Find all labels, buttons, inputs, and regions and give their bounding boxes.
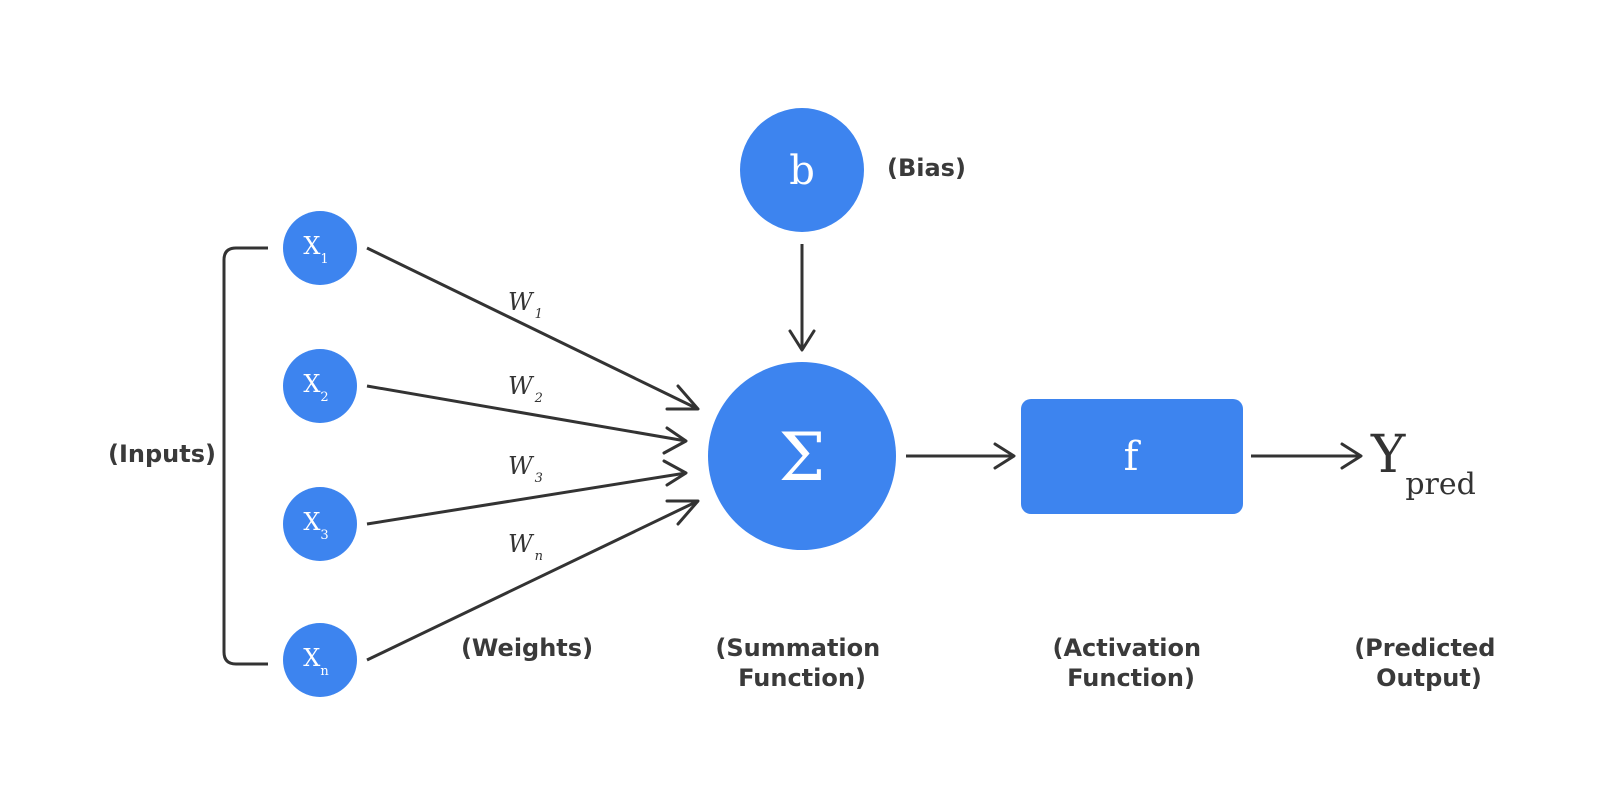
weight-edge-n <box>366 499 699 662</box>
input-symbol: X <box>303 232 320 260</box>
output-label: Ypred <box>1370 425 1476 502</box>
weight-subscript: n <box>535 549 543 564</box>
input-node-x1: X1 <box>283 211 357 285</box>
weight-symbol: W <box>508 452 535 480</box>
activation-caption-line-1: (Activation <box>1053 634 1202 662</box>
input-node-x2: X2 <box>283 349 357 423</box>
output-subscript: pred <box>1405 467 1476 502</box>
summation-symbol: Σ <box>779 419 826 496</box>
output-caption-line-1: (Predicted <box>1354 634 1495 662</box>
weights-caption: (Weights) <box>461 634 593 662</box>
input-node-x3: X3 <box>283 487 357 561</box>
weight-edge-2 <box>366 384 687 443</box>
activation-symbol: f <box>1124 434 1142 480</box>
input-subscript: 3 <box>320 528 328 543</box>
activation-caption-line-2: Function) <box>1067 664 1195 692</box>
weight-symbol: W <box>508 288 535 316</box>
weight-edge-1-arrowhead <box>665 384 700 411</box>
input-subscript: 1 <box>320 252 328 267</box>
inputs-caption: (Inputs) <box>108 440 216 468</box>
output-caption-line-2: Output) <box>1376 664 1482 692</box>
weight-edge-3-arrowhead <box>662 459 688 487</box>
input-symbol: X <box>303 370 320 398</box>
weight-edge-3 <box>366 471 687 526</box>
weight-edge-n-arrowhead <box>665 499 700 526</box>
summation-to-activation-arrowhead <box>993 442 1016 470</box>
summation-node: Σ <box>708 362 896 550</box>
output-symbol: Y <box>1370 425 1406 485</box>
summation-caption-line-2: Function) <box>738 664 866 692</box>
bias-caption: (Bias) <box>887 154 966 182</box>
weight-subscript: 1 <box>535 307 543 322</box>
output-caption: (Predicted Output) <box>1354 634 1504 692</box>
weight-symbol: W <box>508 372 535 400</box>
weight-subscript: 2 <box>534 391 543 406</box>
summation-caption: (Summation Function) <box>715 634 888 692</box>
svg-text:X1: X1 <box>303 232 328 267</box>
input-symbol: X <box>303 644 320 672</box>
weight-edge-2-arrowhead <box>662 426 688 455</box>
input-node-xn: Xn <box>283 623 357 697</box>
activation-to-output-arrowhead <box>1340 442 1363 470</box>
bias-node: b <box>740 108 864 232</box>
weight-edge-1 <box>366 246 699 411</box>
input-subscript: n <box>320 664 329 679</box>
bias-symbol: b <box>789 148 815 194</box>
activation-caption: (Activation Function) <box>1053 634 1210 692</box>
activation-node: f <box>1021 399 1243 514</box>
input-subscript: 2 <box>320 390 328 405</box>
inputs-bracket <box>222 246 268 666</box>
weight-symbol: W <box>508 530 535 558</box>
bias-edge-arrowhead <box>788 329 816 352</box>
svg-text:Xn: Xn <box>303 644 329 679</box>
weight-subscript: 3 <box>535 471 543 486</box>
summation-caption-line-1: (Summation <box>715 634 880 662</box>
input-symbol: X <box>303 508 320 536</box>
svg-text:X2: X2 <box>303 370 328 405</box>
svg-text:X3: X3 <box>303 508 328 543</box>
